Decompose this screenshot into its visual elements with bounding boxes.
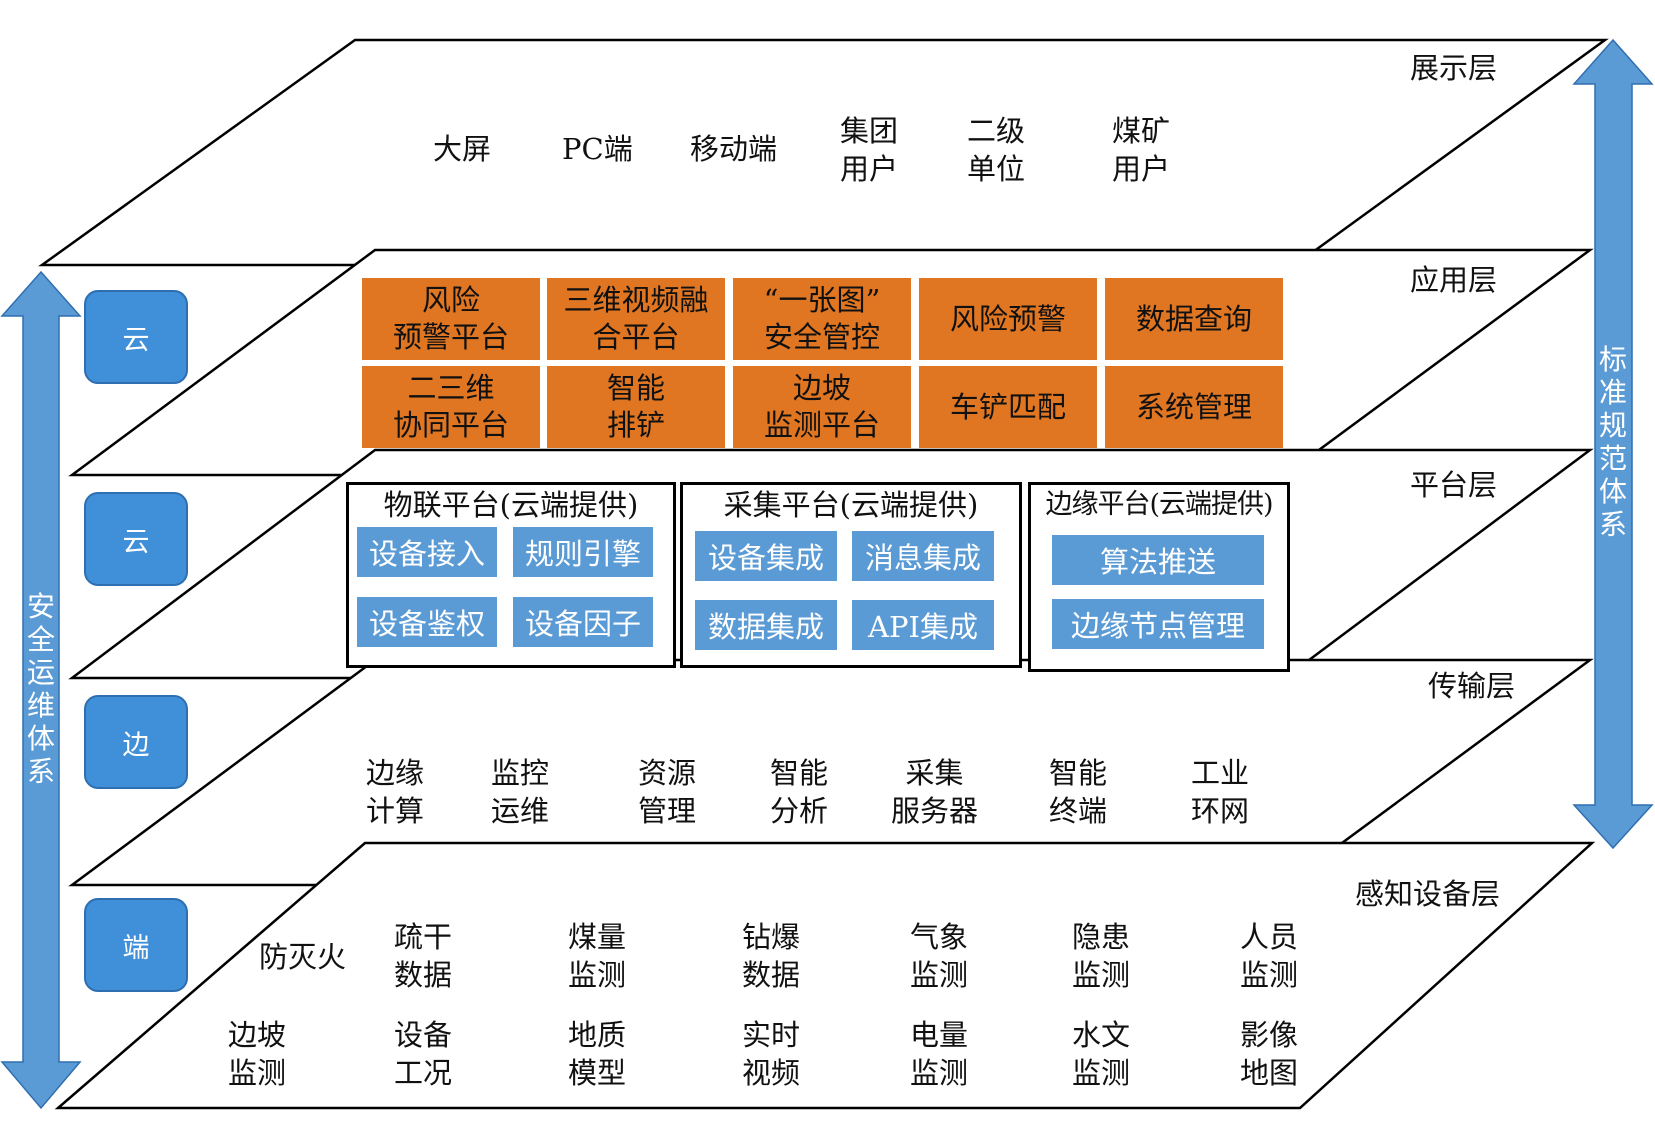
sensing-item: 气象 监测	[910, 920, 969, 992]
display-item: 大屏	[433, 132, 492, 166]
app-tile: 系统管理	[1105, 366, 1283, 448]
sensing-item: 水文 监测	[1072, 1018, 1131, 1090]
tier-badge-cloud-application: 云	[84, 290, 188, 384]
sensing-item: 边坡 监测	[228, 1018, 287, 1090]
right-arrow-label: 标 准 规 范 体 系	[1598, 343, 1627, 541]
sensing-item: 人员 监测	[1240, 920, 1299, 992]
platform-box-iot: 物联平台(云端提供) 设备接入 规则引擎 设备鉴权 设备因子	[346, 482, 676, 668]
app-tile: 数据查询	[1105, 278, 1283, 360]
app-tile: 三维视频融 合平台	[547, 278, 725, 360]
transport-item: 边缘 计算	[366, 756, 425, 828]
app-tile: “一张图” 安全管控	[733, 278, 911, 360]
sensing-item: 隐患 监测	[1072, 920, 1131, 992]
sensing-item: 设备 工况	[394, 1018, 453, 1090]
layer-title-application: 应用层	[1410, 263, 1498, 297]
platform-box-edge: 边缘平台(云端提供) 算法推送 边缘节点管理	[1028, 482, 1290, 672]
app-tile: 智能 排铲	[547, 366, 725, 448]
layer-title-platform: 平台层	[1410, 468, 1498, 502]
transport-item: 智能 分析	[770, 756, 829, 828]
sensing-item: 煤量 监测	[568, 920, 627, 992]
display-item: 煤矿 用户	[1112, 114, 1171, 186]
sensing-item: 钻爆 数据	[742, 920, 801, 992]
display-item: 二级 单位	[967, 114, 1026, 186]
platform-service: 设备集成	[695, 531, 837, 581]
platform-service: API集成	[852, 600, 994, 650]
platform-box-collection: 采集平台(云端提供) 设备集成 消息集成 数据集成 API集成	[680, 482, 1022, 668]
platform-service: 设备鉴权	[357, 597, 497, 647]
app-tile: 二三维 协同平台	[362, 366, 540, 448]
right-double-arrow	[1572, 38, 1654, 850]
app-tile: 车铲匹配	[919, 366, 1097, 448]
platform-service: 数据集成	[695, 600, 837, 650]
tier-badge-device: 端	[84, 898, 188, 992]
app-tile: 风险 预警平台	[362, 278, 540, 360]
transport-item: 工业 环网	[1191, 756, 1250, 828]
app-tile: 风险预警	[919, 278, 1097, 360]
platform-title: 边缘平台(云端提供)	[1045, 489, 1273, 520]
sensing-item: 疏干 数据	[394, 920, 453, 992]
sensing-item: 实时 视频	[742, 1018, 801, 1090]
sensing-item: 防灭火	[259, 940, 347, 974]
transport-item: 采集 服务器	[891, 756, 979, 828]
transport-item: 资源 管理	[638, 756, 697, 828]
platform-title: 采集平台(云端提供)	[723, 488, 979, 522]
app-tile: 边坡 监测平台	[733, 366, 911, 448]
transport-item: 监控 运维	[491, 756, 550, 828]
platform-service: 规则引擎	[513, 527, 653, 577]
platform-service: 设备接入	[357, 527, 497, 577]
display-item: 移动端	[690, 132, 778, 166]
plane-display	[38, 38, 1609, 267]
plane-sensing	[54, 841, 1596, 1110]
platform-service: 消息集成	[852, 531, 994, 581]
left-arrow-label: 安 全 运 维 体 系	[26, 590, 55, 788]
platform-service: 算法推送	[1052, 535, 1264, 585]
transport-item: 智能 终端	[1049, 756, 1108, 828]
sensing-item: 地质 模型	[568, 1018, 627, 1090]
tier-badge-cloud-platform: 云	[84, 492, 188, 586]
platform-service: 边缘节点管理	[1052, 599, 1264, 649]
platform-title: 物联平台(云端提供)	[383, 488, 639, 522]
sensing-item: 影像 地图	[1240, 1018, 1299, 1090]
layer-title-sensing: 感知设备层	[1355, 877, 1501, 911]
layer-title-display: 展示层	[1410, 51, 1498, 85]
layer-title-transport: 传输层	[1428, 669, 1516, 703]
tier-badge-edge: 边	[84, 695, 188, 789]
left-double-arrow	[0, 270, 82, 1110]
display-item: 集团 用户	[840, 114, 899, 186]
sensing-item: 电量 监测	[910, 1018, 969, 1090]
platform-service: 设备因子	[513, 597, 653, 647]
display-item: PC端	[562, 132, 633, 166]
